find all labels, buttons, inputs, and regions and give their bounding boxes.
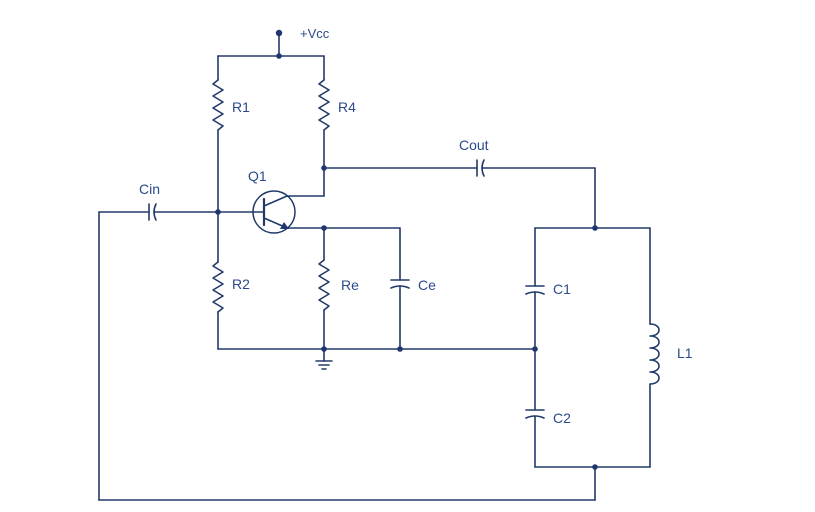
vcc-junction bbox=[276, 53, 282, 59]
q1-label: Q1 bbox=[248, 168, 267, 184]
emitter-network: Re Ce bbox=[318, 225, 436, 350]
tank-top-junction bbox=[592, 225, 598, 231]
r2-label: R2 bbox=[232, 276, 250, 292]
l1-label: L1 bbox=[677, 345, 693, 361]
vcc-label: +Vcc bbox=[300, 26, 330, 41]
tank-circuit: C1 C2 L1 bbox=[525, 225, 693, 470]
c2-label: C2 bbox=[553, 410, 571, 426]
resistor-r2: R2 bbox=[212, 211, 250, 350]
ground-icon bbox=[315, 348, 333, 370]
ground-bus bbox=[217, 346, 538, 370]
vcc-terminal bbox=[275, 29, 283, 37]
capacitor-cin: Cin bbox=[98, 181, 221, 221]
ground-junction-ce bbox=[397, 346, 403, 352]
resistor-r1: R1 bbox=[212, 55, 250, 213]
c1-label: C1 bbox=[553, 281, 571, 297]
inductor-l1 bbox=[649, 323, 660, 385]
cout-label: Cout bbox=[459, 137, 489, 153]
resistor-r4: R4 bbox=[318, 55, 356, 197]
cin-label: Cin bbox=[139, 181, 160, 197]
r4-label: R4 bbox=[338, 99, 356, 115]
vcc-rail: +Vcc bbox=[217, 26, 330, 59]
transistor-q1: Q1 bbox=[217, 168, 325, 234]
feedback-path bbox=[98, 211, 596, 501]
r1-label: R1 bbox=[232, 99, 250, 115]
capacitor-cout: Cout bbox=[323, 137, 596, 229]
resistor-re bbox=[318, 259, 330, 311]
re-label: Re bbox=[341, 277, 359, 293]
ce-label: Ce bbox=[418, 277, 436, 293]
